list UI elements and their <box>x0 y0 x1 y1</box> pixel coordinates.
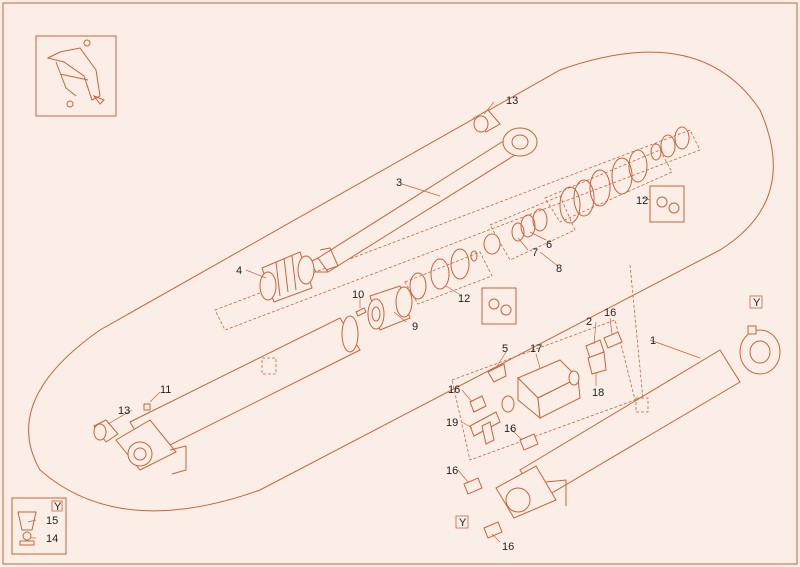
callout-16-mid-left: 16 <box>448 384 460 396</box>
bushing-lower <box>93 419 119 443</box>
adapter-16-top <box>603 331 623 349</box>
bushing-upper <box>473 109 501 133</box>
piston-rod <box>309 127 538 273</box>
view-marker-y-bottom: Y <box>459 517 467 529</box>
machine-overview-thumbnail <box>35 35 117 117</box>
valve-block-frame <box>451 319 636 461</box>
callout-1: 1 <box>650 335 656 347</box>
adapter-16-mid-left <box>469 395 487 413</box>
connector-frame <box>629 264 646 421</box>
callout-19: 19 <box>446 417 458 429</box>
callout-4: 4 <box>236 265 242 277</box>
adapter-16-mid-right <box>519 433 539 451</box>
seal-rings-upper <box>559 126 690 224</box>
cylinder-assembly-right <box>495 325 781 519</box>
assembly-outline <box>28 51 774 512</box>
callout-15: 15 <box>46 515 58 527</box>
callout-8: 8 <box>556 263 562 275</box>
port-marker-left <box>261 357 277 375</box>
callout-7: 7 <box>532 247 538 259</box>
callout-12-upper: 12 <box>636 195 648 207</box>
callout-16-mid-right: 16 <box>504 423 516 435</box>
callout-5: 5 <box>502 343 508 355</box>
view-marker-box-right <box>749 295 763 309</box>
seal-kit-bag-lower <box>481 287 517 325</box>
legend-box <box>11 497 67 555</box>
callout-17: 17 <box>530 343 542 355</box>
seal-kit-bag-upper <box>649 185 685 223</box>
callout-6: 6 <box>546 239 552 251</box>
lock-pin <box>355 307 367 317</box>
exploded-frame-seals <box>489 195 576 261</box>
elbow-fitting-18 <box>587 351 607 375</box>
callout-16-bottom: 16 <box>502 541 514 553</box>
callout-11: 11 <box>160 384 171 396</box>
callout-12-lower: 12 <box>458 293 470 305</box>
callout-13-upper: 13 <box>506 95 518 107</box>
view-marker-box-bottom <box>455 515 469 529</box>
callout-2: 2 <box>586 316 592 328</box>
callout-16-top: 16 <box>604 307 616 319</box>
elbow-fitting-5 <box>487 363 507 383</box>
seal-rings-lower <box>409 248 478 300</box>
port-marker-right <box>635 397 649 413</box>
callout-10: 10 <box>352 289 364 301</box>
adapter-16-bottom <box>483 521 503 539</box>
cylinder-barrel-left <box>115 315 361 475</box>
valve-block <box>501 359 581 420</box>
piston <box>367 285 413 331</box>
callout-9: 9 <box>412 321 418 333</box>
seal-rings-middle <box>483 208 548 255</box>
adapter-16-lower <box>463 477 483 495</box>
grease-nipple <box>143 403 151 411</box>
callout-14: 14 <box>46 533 58 545</box>
view-marker-y-legend: Y <box>54 501 62 513</box>
tee-fitting-19 <box>469 411 501 445</box>
cylinder-head <box>259 251 315 303</box>
exploded-frame-kit-12-upper <box>544 149 673 223</box>
exploded-frame-upper <box>214 129 701 331</box>
callout-13-lower: 13 <box>118 405 130 417</box>
callout-3: 3 <box>396 177 402 189</box>
callout-16-lower: 16 <box>446 465 458 477</box>
leader-lines <box>27 101 701 543</box>
callout-18: 18 <box>592 387 604 399</box>
view-marker-y-right: Y <box>753 297 761 309</box>
